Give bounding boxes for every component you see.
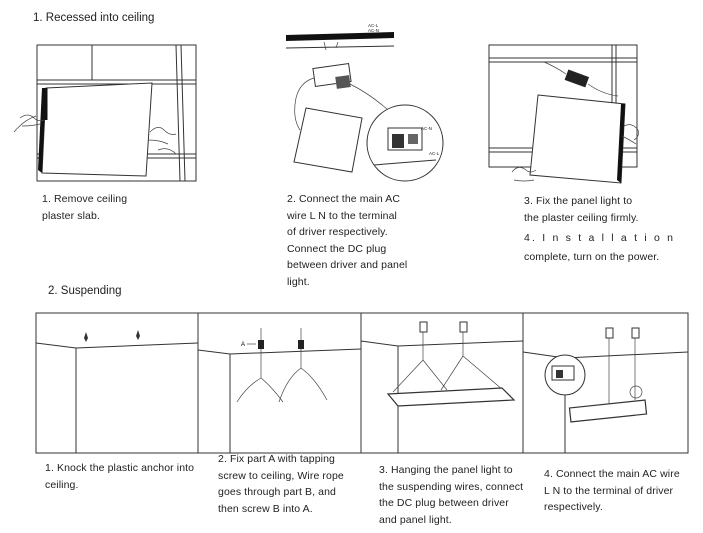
- suspending-step-1-text: 1. Knock the plastic anchor into ceiling…: [45, 462, 195, 491]
- label-ac-l: AC-L: [368, 23, 379, 28]
- recessed-step-1-text: 1. Remove ceiling plaster slab.: [42, 193, 128, 222]
- label-ac-l-zoom: AC-L: [429, 151, 440, 156]
- suspending-step-3-text: 3. Hanging the panel light to the suspen…: [379, 464, 524, 526]
- suspending-step-4-text: 4. Connect the main AC wire L N to the t…: [544, 468, 680, 513]
- recessed-step-2-text: 2. Connect the main AC wire L N to the t…: [287, 193, 408, 288]
- recessed-step-3-text: 3. Fix the panel light to the plaster ce…: [524, 195, 676, 263]
- label-ac-n: AC-N: [368, 28, 379, 33]
- label-ac-n-zoom: AC-N: [421, 126, 432, 131]
- suspending-step-2-text: 2. Fix part A with tapping screw to ceil…: [218, 453, 344, 515]
- section-heading-suspending: 2. Suspending: [48, 285, 122, 297]
- label-part-a: A: [241, 342, 245, 348]
- section-heading-recessed: 1. Recessed into ceiling: [33, 12, 155, 24]
